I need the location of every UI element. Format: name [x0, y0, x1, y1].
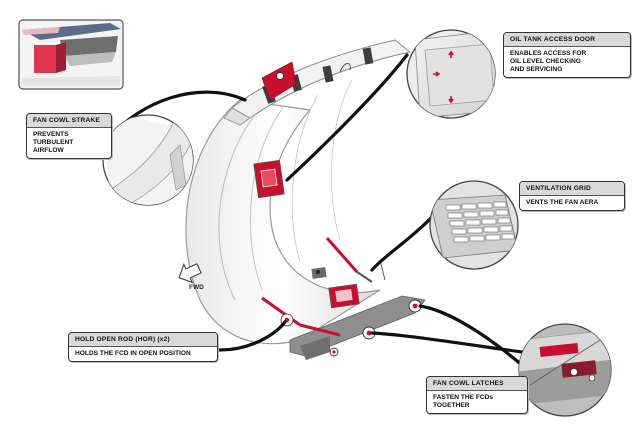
latch-detail	[518, 323, 612, 417]
callout-title: OIL TANK ACCESS DOOR	[504, 33, 630, 47]
callout-body: ENABLES ACCESS FOR OIL LEVEL CHECKING AN…	[510, 50, 587, 73]
inset-thumbnail	[18, 19, 124, 90]
callout-title: VENTILATION GRID	[520, 182, 624, 196]
oil-tank-access-door-callout: OIL TANK ACCESS DOOR ENABLES ACCESS FOR …	[503, 32, 631, 78]
fan-cowl-door	[185, 39, 426, 360]
callout-body: HOLDS THE FCD IN OPEN POSITION	[75, 350, 191, 357]
fwd-label: FWD	[189, 284, 204, 291]
callout-title: HOLD OPEN ROD (HOR) (x2)	[69, 333, 217, 347]
ventilation-grid-callout: VENTILATION GRID VENTS THE FAN AERA	[519, 181, 625, 211]
hold-open-rod-callout: HOLD OPEN ROD (HOR) (x2) HOLDS THE FCD I…	[68, 332, 218, 362]
callout-body: PREVENTS TURBULENT AIRFLOW	[33, 131, 74, 154]
fan-cowl-latches-callout: FAN COWL LATCHES FASTEN THE FCDs TOGETHE…	[426, 376, 528, 414]
callout-body: FASTEN THE FCDs TOGETHER	[433, 394, 494, 409]
fwd-arrow-icon	[178, 263, 202, 284]
callout-body: VENTS THE FAN AERA	[526, 199, 599, 206]
strake-detail	[102, 114, 194, 206]
oil-tank-detail	[406, 29, 496, 119]
ventilation-grid-detail	[429, 180, 519, 270]
callout-title: FAN COWL LATCHES	[427, 377, 527, 391]
callout-title: FAN COWL STRAKE	[27, 114, 111, 128]
fan-cowl-strake-callout: FAN COWL STRAKE PREVENTS TURBULENT AIRFL…	[26, 113, 112, 159]
